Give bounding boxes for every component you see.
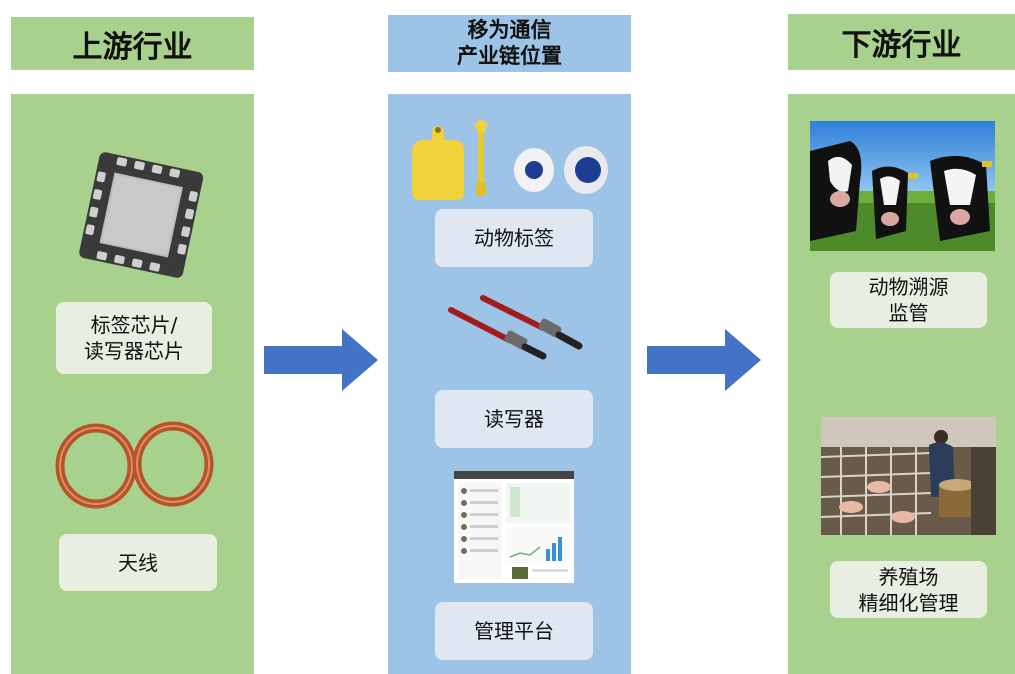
cows-photo [810, 121, 995, 251]
midstream-header: 移为通信 产业链位置 [388, 15, 631, 72]
upstream-header: 上游行业 [11, 17, 254, 70]
upstream-column: 标签芯片/ 读写器芯片 天线 [11, 94, 254, 674]
label-animal-tag: 动物标签 [435, 209, 593, 267]
downstream-column: 动物溯源 监管 养殖场 精细化管理 [788, 94, 1015, 674]
downstream-header: 下游行业 [788, 14, 1015, 70]
arrow-right-icon [647, 329, 761, 391]
midstream-title-line1: 移为通信 [467, 18, 552, 43]
downstream-title: 下游行业 [841, 28, 962, 63]
antenna-coil-image [55, 421, 214, 509]
label-chip: 标签芯片/ 读写器芯片 [56, 302, 212, 374]
label-precision-farming: 养殖场 精细化管理 [830, 561, 987, 618]
midstream-title-line2: 产业链位置 [457, 43, 562, 68]
label-traceability: 动物溯源 监管 [830, 272, 987, 328]
platform-screenshot-image [454, 471, 574, 583]
arrow-right-icon [264, 329, 378, 391]
label-reader: 读写器 [435, 390, 593, 448]
label-antenna: 天线 [59, 534, 217, 591]
chip-image [79, 152, 204, 278]
ear-tag-image [412, 120, 608, 200]
label-platform: 管理平台 [435, 602, 593, 660]
reader-wand-image [448, 295, 583, 360]
pig-farm-photo [821, 417, 996, 535]
upstream-title: 上游行业 [72, 29, 193, 65]
midstream-column: 动物标签 读写器 [388, 94, 631, 674]
